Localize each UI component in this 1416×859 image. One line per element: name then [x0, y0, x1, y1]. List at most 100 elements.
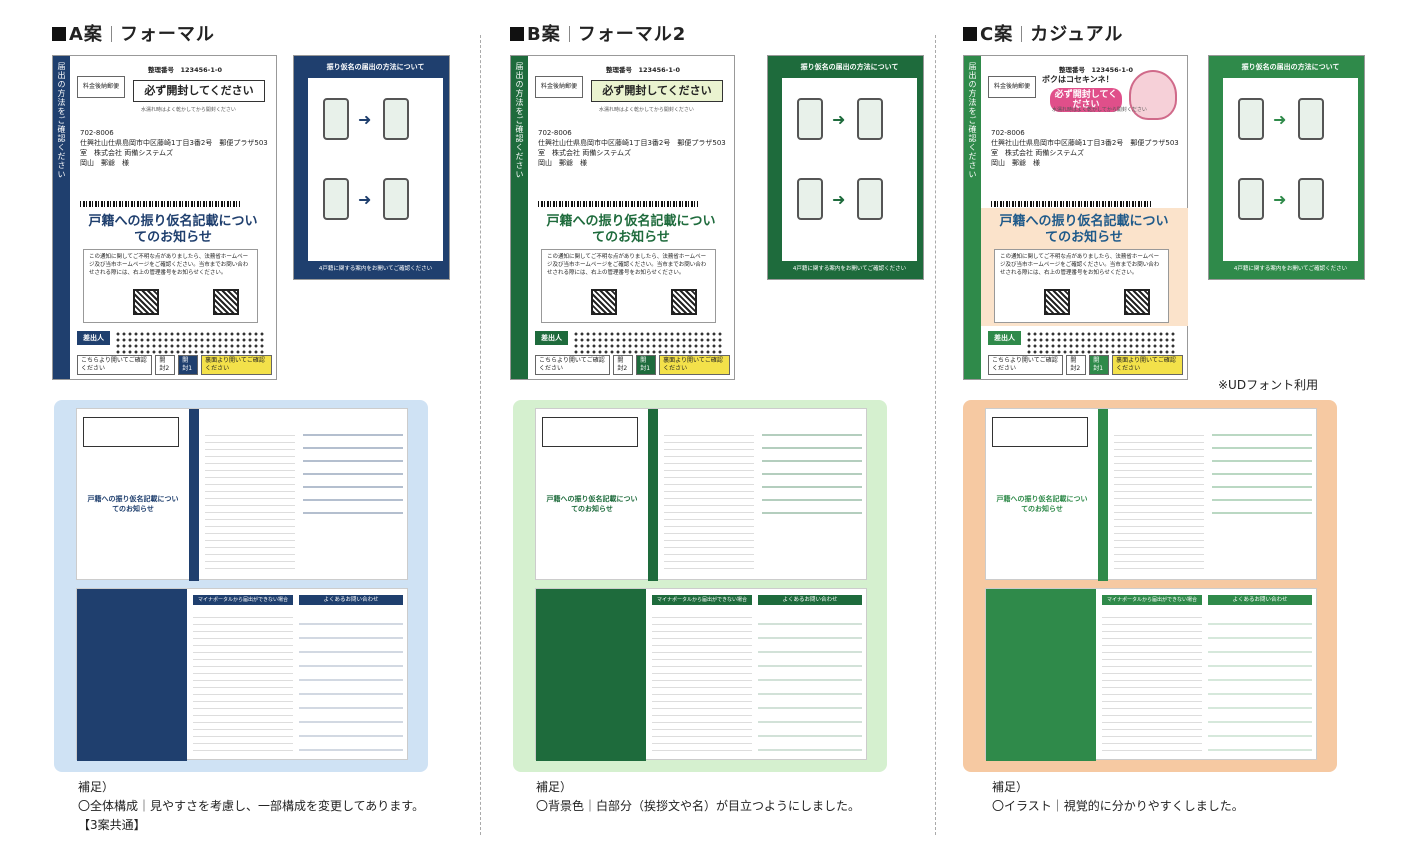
inner-spread-top: 戸籍への振り仮名記載についてのお知らせ — [985, 408, 1317, 581]
inner-spread-bottom: マイナポータルから届出ができない場合 よくあるお問い合わせ — [76, 588, 408, 761]
reference-number: 整理番号 123456-1-0 — [148, 66, 223, 74]
mini-mynumber-header: マイナポータルから届出ができない場合 — [652, 595, 752, 605]
open-back-label: 裏面より開いてご確認ください — [201, 355, 272, 375]
open-here-label: こちらより開いてご確認ください — [77, 355, 153, 375]
sender-dots — [115, 331, 265, 355]
open-guide-row: こちらより開いてご確認ください 開封2 開封1 裏面より開いてご確認ください — [535, 355, 730, 375]
mini-mynumber-header: マイナポータルから届出ができない場合 — [1102, 595, 1202, 605]
mini-title: 戸籍への振り仮名記載についてのお知らせ — [996, 495, 1088, 513]
plan-title: B案フォーマル2 — [510, 20, 686, 46]
flap-panel: 振り仮名の届出の方法について ➜ ➜ 4戸籍に関する案内をお開いてご確認ください — [293, 55, 450, 280]
mascot-illustration — [1129, 70, 1177, 120]
mini-faq-list — [758, 611, 862, 751]
square-icon — [963, 27, 977, 41]
mini-title: 戸籍への振り仮名記載についてのお知らせ — [87, 495, 179, 513]
plan-title: C案カジュアル — [963, 20, 1123, 46]
notice-title: 戸籍への振り仮名記載についてのお知らせ — [546, 214, 716, 245]
side-text: 届出の方法をご確認ください — [515, 62, 524, 179]
flap-header: 振り仮名の届出の方法について — [326, 63, 425, 71]
side-text: 届出の方法をご確認ください — [968, 62, 977, 179]
flap-footer: 4戸籍に関する案内をお開いてご確認ください — [318, 266, 433, 272]
arrow-right-icon: ➜ — [358, 110, 372, 129]
note-line: 〇背景色｜白部分（挨拶文や名）が目立つようにしました。 — [536, 799, 861, 813]
open-back-label: 裏面より開いてご確認ください — [1112, 355, 1183, 375]
reference-number: 整理番号 123456-1-0 — [606, 66, 681, 74]
mini-faq-header: よくあるお問い合わせ — [1208, 595, 1312, 605]
phone-step-2 — [1298, 98, 1324, 140]
barcode — [991, 201, 1151, 207]
mini-fold-band — [648, 409, 658, 581]
inner-spread-top: 戸籍への振り仮名記載についてのお知らせ — [76, 408, 408, 581]
open-here-label: こちらより開いてご確認ください — [535, 355, 611, 375]
column-divider — [480, 35, 481, 835]
arrow-right-icon: ➜ — [832, 190, 846, 209]
mini-form-table — [1212, 423, 1312, 523]
open-subtext: 水濡れ時はよく乾かしてから開封ください — [1052, 107, 1147, 113]
flap-footer: 4戸籍に関する案内をお開いてご確認ください — [1233, 266, 1348, 272]
flap-body: ➜ ➜ — [1223, 78, 1358, 261]
arrow-right-icon: ➜ — [1273, 110, 1287, 129]
envelope-side-band: 届出の方法をご確認ください — [964, 56, 981, 379]
notice-text: この通知に関してご不明な点がありましたら、法務省ホームページ及び当市ホームページ… — [994, 249, 1169, 323]
arrow-right-icon: ➜ — [358, 190, 372, 209]
note-title: 補足） — [536, 780, 573, 794]
supplement-note: 補足） 〇全体構成｜見やすさを考慮し、一部構成を変更してあります。 【3案共通】 — [78, 778, 424, 835]
reference-number: 整理番号 123456-1-0 — [1059, 66, 1134, 74]
note-line: 〇全体構成｜見やすさを考慮し、一部構成を変更してあります。 — [78, 799, 425, 813]
mini-open-box — [83, 417, 179, 447]
notice-title: 戸籍への振り仮名記載についてのお知らせ — [88, 214, 258, 245]
postage-stamp-box: 料金後納郵便 — [535, 76, 583, 98]
open-subtext: 水濡れ時はよく乾かしてから開封ください — [141, 107, 236, 113]
phone-step-1 — [323, 98, 349, 140]
envelope-front: 届出の方法をご確認ください 料金後納郵便 整理番号 123456-1-0 必ず開… — [510, 55, 735, 380]
postage-stamp-box: 料金後納郵便 — [988, 76, 1036, 98]
sender-label: 差出人 — [77, 331, 110, 345]
sender-label: 差出人 — [988, 331, 1021, 345]
must-open-label: 必ず開封してください — [591, 80, 723, 102]
open-guide-row: こちらより開いてご確認ください 開封2 開封1 裏面より開いてご確認ください — [77, 355, 272, 375]
mini-guide-panel — [77, 589, 187, 761]
flap-header: 振り仮名の届出の方法について — [1241, 63, 1340, 71]
flap-panel: 振り仮名の届出の方法について ➜ ➜ 4戸籍に関する案内をお開いてご確認ください — [767, 55, 924, 280]
recipient-address: 702-8006 仕興社山仕県島岡市中区藤崎1丁目3番2号 郵便プラザ503室 … — [80, 129, 268, 167]
side-text: 届出の方法をご確認ください — [57, 62, 66, 179]
phone-step-2 — [383, 98, 409, 140]
qr-code — [1044, 289, 1070, 315]
arrow-right-icon: ➜ — [1273, 190, 1287, 209]
flap-body: ➜ ➜ — [308, 78, 443, 261]
must-open-bubble: 必ず開封してください — [1050, 88, 1122, 112]
square-icon — [52, 27, 66, 41]
phone-step-4 — [1298, 178, 1324, 220]
plan-label: A案 — [69, 24, 103, 45]
plan-style: フォーマル2 — [577, 24, 687, 45]
title-separator — [110, 26, 112, 42]
envelope-side-band: 届出の方法をご確認ください — [511, 56, 528, 379]
spread-panel: 戸籍への振り仮名記載についてのお知らせ マイナポータルから届出ができない場合 よ… — [513, 400, 887, 772]
recipient-address: 702-8006 仕興社山仕県島岡市中区藤崎1丁目3番2号 郵便プラザ503室 … — [991, 129, 1179, 167]
title-separator — [1021, 26, 1023, 42]
mini-faq-header: よくあるお問い合わせ — [299, 595, 403, 605]
open-2-label: 開封2 — [155, 355, 176, 375]
supplement-note: 補足） 〇背景色｜白部分（挨拶文や名）が目立つようにしました。 — [536, 778, 860, 816]
phone-step-3 — [1238, 178, 1264, 220]
mascot-speech: ボクはコセキンネ！ — [1042, 75, 1114, 84]
open-back-label: 裏面より開いてご確認ください — [659, 355, 730, 375]
square-icon — [510, 27, 524, 41]
mini-form-table — [303, 423, 403, 523]
envelope-front: 届出の方法をご確認ください 料金後納郵便 整理番号 123456-1-0 必ず開… — [963, 55, 1188, 380]
must-open-label: 必ず開封してください — [133, 80, 265, 102]
open-1-label: 開封1 — [636, 355, 657, 375]
flap-header: 振り仮名の届出の方法について — [800, 63, 899, 71]
notice-text: この通知に関してご不明な点がありましたら、法務省ホームページ及び当市ホームページ… — [83, 249, 258, 323]
open-1-label: 開封1 — [178, 355, 199, 375]
phone-step-1 — [797, 98, 823, 140]
flap-panel: 振り仮名の届出の方法について ➜ ➜ 4戸籍に関する案内をお開いてご確認ください — [1208, 55, 1365, 280]
mini-form-table — [762, 423, 862, 523]
sender-dots — [573, 331, 723, 355]
flap-footer: 4戸籍に関する案内をお開いてご確認ください — [792, 266, 907, 272]
open-here-label: こちらより開いてご確認ください — [988, 355, 1064, 375]
mini-open-box — [542, 417, 638, 447]
note-line: 【3案共通】 — [78, 818, 146, 832]
inner-spread-bottom: マイナポータルから届出ができない場合 よくあるお問い合わせ — [985, 588, 1317, 761]
notice-text: この通知に関してご不明な点がありましたら、法務省ホームページ及び当市ホームページ… — [541, 249, 716, 323]
